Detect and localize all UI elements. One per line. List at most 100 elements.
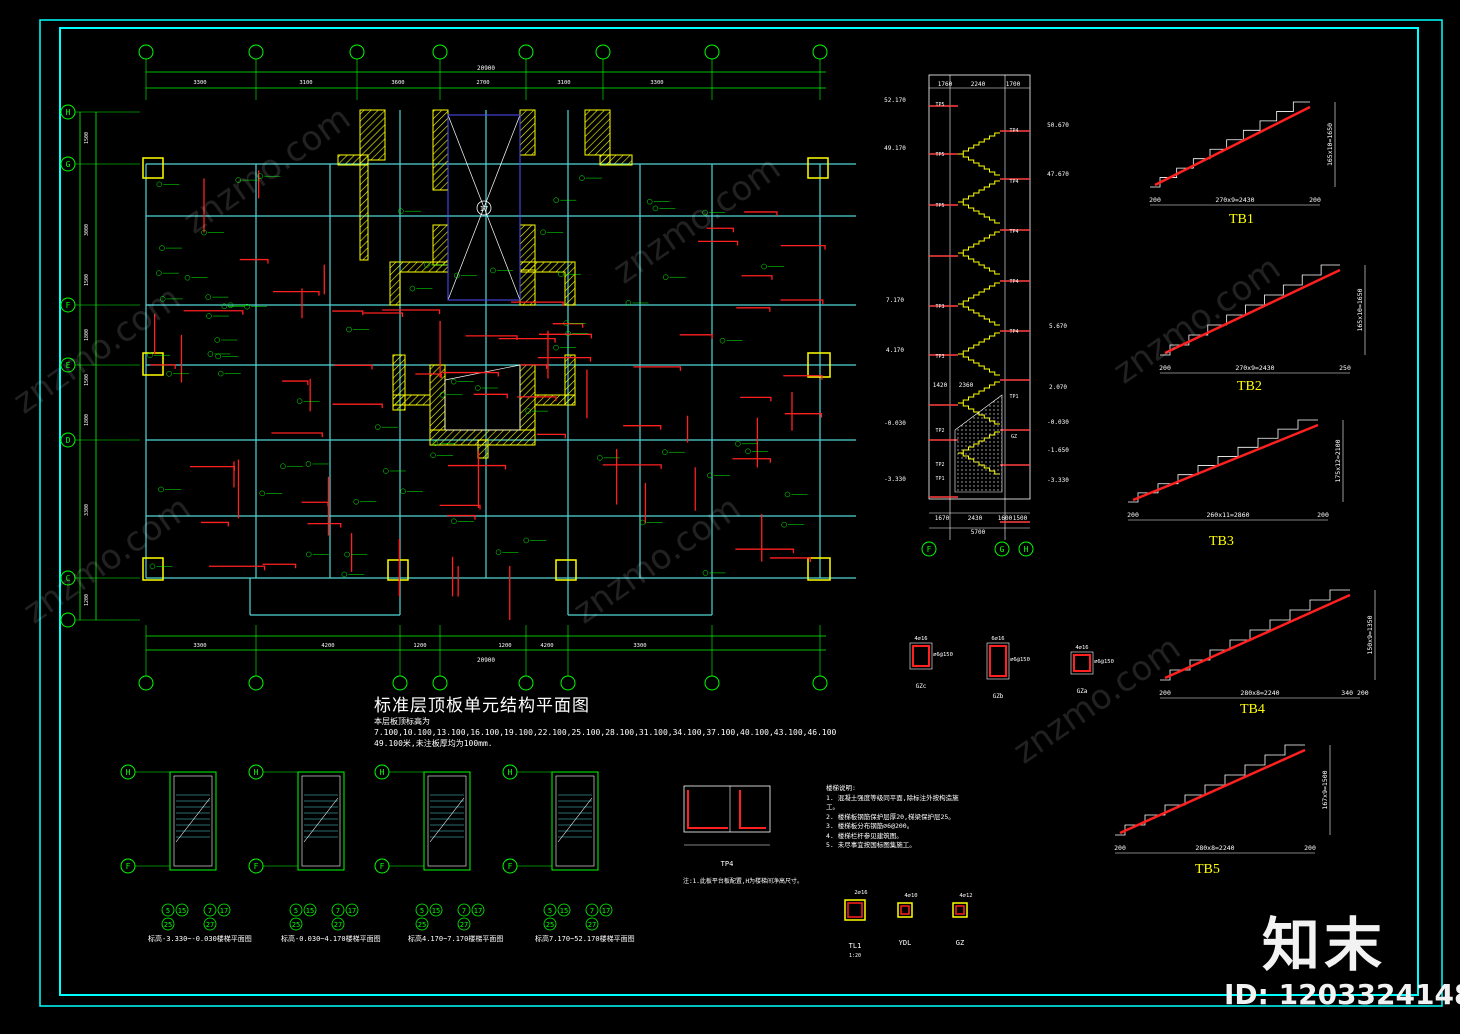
plan-num-bubble bbox=[203, 917, 217, 931]
plan-num: 7 bbox=[590, 907, 594, 915]
left-dim-text: 1800 bbox=[84, 329, 90, 341]
slab-mark bbox=[553, 197, 559, 203]
plan-num-bubble bbox=[429, 903, 443, 917]
column-tie bbox=[1073, 654, 1091, 672]
slab-mark bbox=[579, 175, 585, 181]
section-bottom-dim: 1670 bbox=[935, 515, 950, 522]
rebar-line bbox=[183, 310, 244, 315]
stair-right-dim: 250 bbox=[1339, 364, 1351, 372]
rebar-line bbox=[511, 301, 564, 307]
beam-tie bbox=[900, 905, 910, 915]
slab-mark bbox=[646, 198, 653, 205]
axis-bubble bbox=[595, 44, 611, 60]
column-outline bbox=[909, 642, 933, 670]
slab-mark bbox=[639, 519, 646, 526]
section-bottom-dim: 1500 bbox=[1013, 515, 1028, 522]
rebar-line bbox=[439, 504, 481, 510]
rebar-line bbox=[442, 371, 499, 377]
slab-mark bbox=[424, 262, 430, 268]
stair-rise-dim: 165x10=1650 bbox=[1326, 123, 1334, 166]
column-outline bbox=[986, 642, 1010, 680]
plan-num-bubble bbox=[415, 917, 429, 931]
stair-plan-frame bbox=[297, 771, 345, 871]
stair-plan-frame bbox=[169, 771, 217, 871]
stair-plan-caption-3: 标高4.170~7.170楼梯平面图 bbox=[408, 935, 504, 943]
rebar-line bbox=[272, 290, 320, 296]
section-axis-bubble-text: F bbox=[927, 545, 932, 554]
slab-mark bbox=[597, 455, 603, 461]
column-tie bbox=[912, 645, 930, 667]
plan-num: 5 bbox=[294, 907, 298, 915]
section-top-dim: 1760 bbox=[938, 81, 953, 88]
plan-axis-h-text: H bbox=[254, 768, 259, 777]
section-tag-left: TP5 bbox=[935, 102, 944, 108]
slab-mark bbox=[400, 488, 406, 495]
section-axis-bubble bbox=[1018, 541, 1034, 557]
plan-num-bubble bbox=[217, 903, 231, 917]
slab-mark bbox=[147, 352, 153, 358]
section-bottom-dim: 1600 bbox=[998, 515, 1013, 522]
slab-mark bbox=[259, 490, 265, 497]
section-level-right: 47.670 bbox=[1047, 171, 1069, 178]
section-axis-bubble-text: H bbox=[1024, 545, 1029, 554]
section-tag-left: TP1 bbox=[935, 476, 944, 482]
plan-title: 标准层顶板单元结构平面图 bbox=[374, 696, 590, 716]
column-tie bbox=[989, 645, 1007, 677]
stair-break-line bbox=[557, 797, 593, 843]
slab-mark bbox=[280, 463, 286, 469]
section-flight-up bbox=[958, 381, 1000, 404]
beam-outline bbox=[897, 902, 913, 918]
column-rebar: 6⌀16 bbox=[991, 636, 1004, 642]
left-dim-text: 1500 bbox=[84, 274, 90, 286]
axis-bubble bbox=[349, 44, 365, 60]
column-tie-text: ⌀6@150 bbox=[1094, 659, 1114, 665]
rebar-line bbox=[332, 403, 383, 409]
tb1-label: TB1 bbox=[1229, 212, 1254, 227]
rebar-line bbox=[473, 393, 508, 399]
section-tag-right: TP4 bbox=[1009, 329, 1018, 335]
stair-break-line bbox=[429, 797, 465, 843]
section-bottom-dim: 2430 bbox=[968, 515, 983, 522]
rebar-line bbox=[736, 307, 771, 312]
stair-outline bbox=[1160, 264, 1340, 356]
beam-rebar: 4⌀12 bbox=[959, 893, 972, 899]
rebar-line bbox=[200, 521, 229, 527]
stair-plan-caption-2: 标高-0.030~4.170楼梯平面图 bbox=[281, 935, 381, 943]
plan-num: 25 bbox=[418, 921, 426, 929]
rebar-line bbox=[741, 275, 773, 280]
stair-left-dim: 200 bbox=[1127, 511, 1139, 519]
slab-mark bbox=[159, 245, 165, 251]
slab-mark bbox=[257, 173, 264, 179]
slab-mark bbox=[439, 392, 446, 398]
bottom-total-dim: 20900 bbox=[477, 657, 495, 664]
plan-num: 27 bbox=[206, 921, 214, 929]
slab-mark bbox=[346, 326, 352, 333]
plan-num: 25 bbox=[164, 921, 172, 929]
section-tag-right: TP4 bbox=[1009, 128, 1018, 134]
top-dim-text: 3300 bbox=[193, 80, 206, 86]
slab-mark bbox=[305, 551, 312, 558]
rebar-line bbox=[415, 373, 442, 378]
stair-left-dim: 200 bbox=[1159, 689, 1171, 697]
slab-mark bbox=[217, 370, 224, 377]
note-item: 5. 未尽事宜按国标图集施工。 bbox=[826, 841, 916, 849]
brand-id: ID: 1203324148 bbox=[1224, 978, 1460, 1011]
plan-num-bubble bbox=[289, 903, 303, 917]
section-flight-up bbox=[958, 132, 1000, 155]
section-level-right: -0.030 bbox=[1047, 419, 1069, 426]
plan-axis-f-text: F bbox=[380, 862, 385, 871]
slab-mark bbox=[553, 344, 559, 351]
slab-mark bbox=[662, 449, 668, 455]
rebar-line bbox=[780, 299, 824, 304]
rebar-line bbox=[382, 309, 441, 315]
plan-num: 15 bbox=[432, 907, 440, 915]
column-rebar: 4⌀16 bbox=[1075, 645, 1088, 651]
axis-bubble bbox=[812, 44, 828, 60]
plan-num: 7 bbox=[462, 907, 466, 915]
